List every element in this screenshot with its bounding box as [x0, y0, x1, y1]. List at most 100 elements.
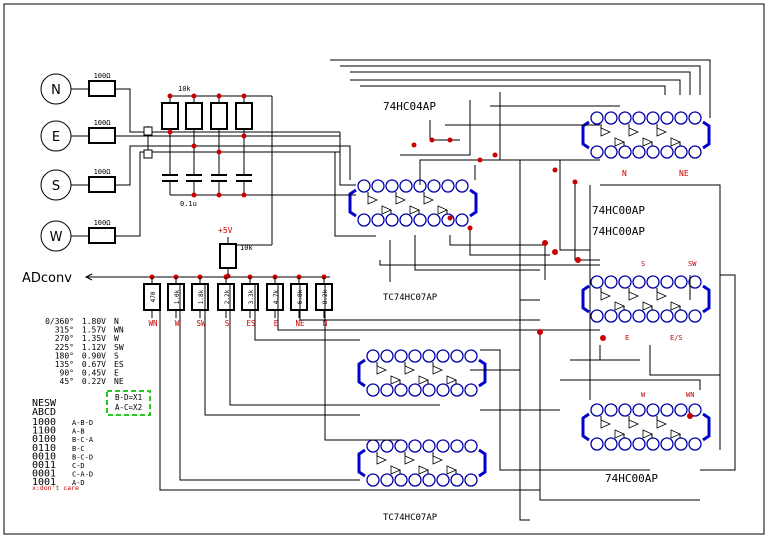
table-angle-5: 135°	[55, 360, 74, 369]
tag-u2-ne: NE	[679, 169, 689, 178]
sensor-w: W	[40, 220, 72, 252]
chip-u3	[581, 275, 711, 323]
tag-u3-sw: SW	[688, 260, 697, 268]
sensor-n: N	[40, 73, 72, 105]
ladder-value-1: 1.0k	[174, 289, 181, 304]
sheet-border	[3, 3, 765, 535]
logic-header-2: ABCD	[32, 407, 56, 418]
chip-u6-label: TC74HC07AP	[383, 513, 438, 523]
ladder-label-0: WN	[148, 319, 157, 328]
table-voltage-7: 0.22V	[82, 377, 106, 386]
supply-label: +5V	[218, 226, 233, 235]
ladder-label-1: W	[175, 319, 180, 328]
sensor-e-label: E	[52, 130, 60, 145]
chip-u4-label: TC74HC07AP	[383, 293, 438, 303]
logic-key-box	[106, 390, 151, 416]
resistor-w-value: 100Ω	[94, 219, 111, 227]
logic-expr-7: A-D	[72, 479, 85, 487]
table-direction-0: N	[114, 317, 119, 326]
sensor-w-label: W	[50, 230, 63, 245]
resistor-s: 100Ω	[71, 168, 116, 193]
ladder-label-5: E	[274, 319, 279, 328]
ladder-value-4: 3.3k	[248, 289, 255, 304]
pullup-network: 10k	[161, 85, 273, 246]
logic-code-1: 1100	[32, 426, 56, 437]
resistor-e: 100Ω	[71, 119, 116, 144]
chip-u1	[348, 179, 478, 227]
table-angle-6: 90°	[60, 369, 74, 378]
logic-code-3: 0110	[32, 443, 56, 454]
table-direction-5: ES	[114, 360, 124, 369]
sensor-s: S	[40, 169, 72, 201]
table-voltage-2: 1.35V	[82, 334, 106, 343]
table-angle-1: 315°	[55, 326, 74, 335]
logic-expr-4: B-C-D	[72, 453, 93, 461]
table-voltage-1: 1.57V	[82, 326, 106, 335]
chip-u6	[357, 439, 487, 487]
logic-code-7: 1001	[32, 477, 56, 488]
chip-u2	[581, 111, 711, 159]
capacitor-value: 0.1u	[180, 200, 197, 208]
table-voltage-6: 0.45V	[82, 369, 106, 378]
sensor-s-label: S	[52, 179, 60, 194]
ladder-label-2: SW	[196, 319, 206, 328]
table-voltage-3: 1.12V	[82, 343, 106, 352]
logic-code-0: 1000	[32, 417, 56, 428]
table-angle-7: 45°	[60, 377, 74, 386]
tag-u5-wn: WN	[686, 391, 694, 399]
table-voltage-4: 0.90V	[82, 351, 106, 360]
resistor-n-value: 100Ω	[94, 72, 111, 80]
chip-u2-label: 74HC00AP	[592, 204, 645, 217]
logic-expr-3: B-C	[72, 445, 85, 453]
pullup-value: 10k	[178, 85, 191, 93]
chip-u5	[581, 403, 711, 451]
tag-u3-es: E/S	[670, 334, 683, 342]
table-voltage-0: 1.80V	[82, 317, 106, 326]
table-angle-3: 225°	[55, 343, 74, 352]
tag-u5-w: W	[641, 391, 646, 399]
logic-code-4: 0010	[32, 451, 56, 462]
tag-u3-e: E	[625, 334, 629, 342]
logic-code-2: 0100	[32, 434, 56, 445]
table-angle-4: 180°	[55, 351, 74, 360]
ladder-supply: +5V 10k	[218, 226, 253, 279]
chip-layer	[348, 111, 711, 487]
supply-pull-value: 10k	[240, 244, 253, 252]
table-direction-3: SW	[114, 343, 124, 352]
logic-key-2: A-C=X2	[115, 403, 142, 412]
logic-expr-0: A-B-D	[72, 419, 93, 427]
ladder-value-3: 2.2k	[224, 289, 231, 304]
sensor-e: E	[40, 120, 72, 152]
interconnect-wires	[159, 59, 736, 521]
table-direction-4: S	[114, 351, 119, 360]
table-direction-6: E	[114, 369, 119, 378]
table-direction-2: W	[114, 334, 119, 343]
table-direction-1: WN	[114, 326, 124, 335]
logic-key-1: B-D=X1	[115, 393, 142, 402]
ladder-label-6: NE	[295, 319, 305, 328]
ladder-label-4: ES	[246, 319, 256, 328]
resistor-w: 100Ω	[71, 219, 116, 244]
table-angle-2: 270°	[55, 334, 74, 343]
sensor-bus-wires	[115, 88, 340, 237]
junction-dots	[411, 137, 693, 419]
ladder-label-3: S	[225, 319, 230, 328]
ladder-value-0: 470	[150, 291, 157, 302]
ladder-value-5: 4.7k	[273, 289, 280, 304]
logic-code-5: 0011	[32, 460, 56, 471]
resistor-n: 100Ω	[71, 72, 116, 97]
tag-u2-n: N	[622, 169, 627, 178]
logic-footnote: x:don't care	[32, 484, 79, 492]
table-direction-7: NE	[114, 377, 124, 386]
chip-u5-label: 74HC00AP	[605, 472, 658, 485]
logic-code-6: 0001	[32, 469, 56, 480]
resistor-e-value: 100Ω	[94, 119, 111, 127]
tag-u3-s: S	[641, 260, 645, 268]
chip-u3-label: 74HC00AP	[592, 225, 645, 238]
ladder-value-2: 1.8k	[198, 289, 205, 304]
chip-u4	[357, 349, 487, 397]
